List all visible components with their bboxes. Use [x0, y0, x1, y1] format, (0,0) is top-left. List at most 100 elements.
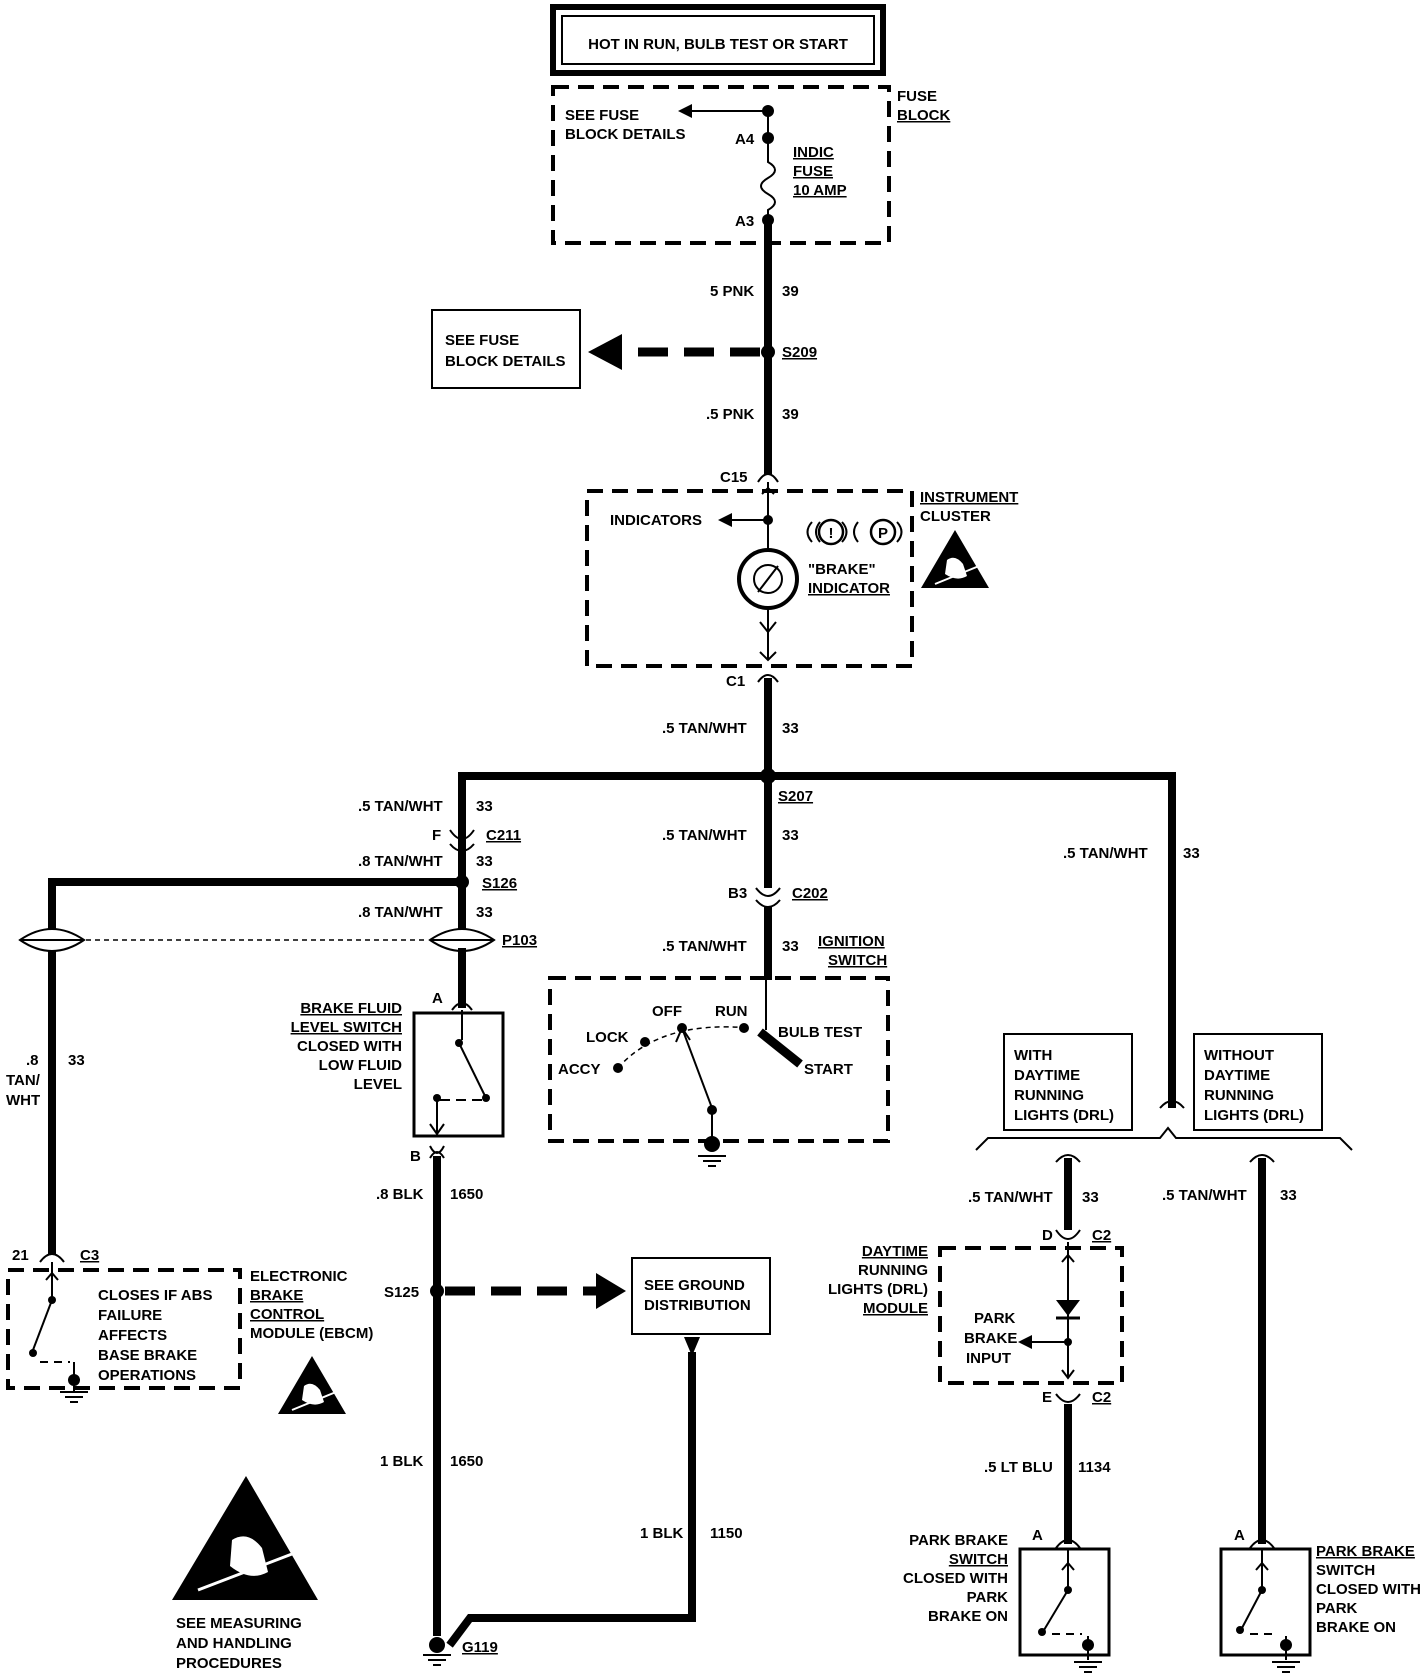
ignition-label-1: IGNITION	[818, 933, 885, 950]
brake-fluid-level-switch	[412, 1010, 505, 1138]
c2-pin-e: E	[1042, 1389, 1052, 1406]
park1-line-2: SWITCH	[949, 1551, 1008, 1568]
wire-right-gauge-a: .5 TAN/WHT	[1063, 845, 1148, 862]
option-without-drl: WITHOUT DAYTIME RUNNING LIGHTS (DRL)	[1193, 1033, 1323, 1131]
drl-label-1: DAYTIME	[862, 1243, 928, 1260]
wire-nodrl-circuit: 33	[1280, 1187, 1297, 1204]
wire-pnk-circuit-1: 39	[782, 283, 799, 300]
cluster-label-1: INSTRUMENT	[920, 489, 1018, 506]
wire-pnk-circuit-2: 39	[782, 406, 799, 423]
splice-s126-label: S126	[482, 875, 517, 892]
fluid-switch-line-2: LEVEL SWITCH	[291, 1019, 402, 1036]
ground-g119-label: G119	[462, 1639, 498, 1656]
ignition-switch: OFF RUN LOCK ACCY BULB TEST START	[548, 976, 890, 1167]
wire-blk-gauge-a: .8 BLK	[376, 1186, 424, 1203]
wire-left-circuit-c: 33	[476, 904, 493, 921]
wire-left-gauge-b: .8 TAN/WHT	[358, 853, 443, 870]
drl-label-2: RUNNING	[858, 1262, 928, 1279]
without-drl-l1: WITHOUT	[1204, 1047, 1274, 1064]
wire-center-gauge-b: .5 TAN/WHT	[662, 938, 747, 955]
svg-text:P: P	[878, 525, 888, 542]
ebcm-note-3: AFFECTS	[98, 1327, 167, 1344]
connector-c202: C202	[792, 885, 828, 902]
wire-tan-gauge-main: .5 TAN/WHT	[662, 720, 747, 737]
ebcm-module: CLOSES IF ABS FAILURE AFFECTS BASE BRAKE…	[6, 1262, 242, 1403]
ebcm-label-3: CONTROL	[250, 1306, 324, 1323]
fluid-switch-pin-b: B	[410, 1148, 421, 1165]
wire-pnk-gauge-2: .5 PNK	[706, 406, 755, 423]
wire-pnk-gauge-1: 5 PNK	[710, 283, 754, 300]
brake-indicator-2: INDICATOR	[808, 580, 890, 597]
wire-left-gauge-c: .8 TAN/WHT	[358, 904, 443, 921]
park1-line-4: PARK	[967, 1589, 1009, 1606]
splice-s125-label: S125	[384, 1284, 419, 1301]
park1-line-5: BRAKE ON	[928, 1608, 1008, 1625]
without-drl-l3: RUNNING	[1204, 1087, 1274, 1104]
see-fuse-box-line-2: BLOCK DETAILS	[445, 353, 566, 370]
park2-line-1: PARK BRAKE	[1316, 1543, 1415, 1560]
wire-right-circuit-a: 33	[1183, 845, 1200, 862]
fuse-name-2: FUSE	[793, 163, 833, 180]
c202-pin: B3	[728, 885, 747, 902]
ebcm-note-2: FAILURE	[98, 1307, 162, 1324]
fuse-block: FUSE BLOCK SEE FUSE BLOCK DETAILS A4 A3 …	[551, 85, 950, 245]
bus-s207	[458, 772, 1176, 1108]
drl-input-1: PARK	[974, 1310, 1016, 1327]
park1-line-3: CLOSED WITH	[903, 1570, 1008, 1587]
wire-blk-circuit-a: 1650	[450, 1186, 483, 1203]
wire-drl-gauge-b: .5 LT BLU	[984, 1459, 1053, 1476]
ebcm-wire-circuit: 33	[68, 1052, 85, 1069]
wire-blk-gauge-b: 1 BLK	[380, 1453, 424, 1470]
wire-drl-circuit-b: 1134	[1078, 1459, 1111, 1476]
drl-input-2: BRAKE	[964, 1330, 1017, 1347]
ignition-label-2: SWITCH	[828, 952, 887, 969]
splice-s209-label: S209	[782, 344, 817, 361]
esd-note-line-2: AND HANDLING	[176, 1635, 292, 1652]
park1-line-1: PARK BRAKE	[909, 1532, 1008, 1549]
wire-drl-gauge-a: .5 TAN/WHT	[968, 1189, 1053, 1206]
see-ground-line-1: SEE GROUND	[644, 1277, 745, 1294]
wire-left-circuit-b: 33	[476, 853, 493, 870]
connector-c211: C211	[486, 827, 521, 844]
ebcm-note-1: CLOSES IF ABS	[98, 1287, 212, 1304]
with-drl-l2: DAYTIME	[1014, 1067, 1080, 1084]
ignition-accy: ACCY	[558, 1061, 601, 1078]
wire-tan-circuit-main: 33	[782, 720, 799, 737]
see-fuse-block-box: SEE FUSE BLOCK DETAILS	[431, 309, 581, 389]
ebcm-note-4: BASE BRAKE	[98, 1347, 197, 1364]
connector-c2-bottom: C2	[1092, 1389, 1111, 1406]
ground-g119	[429, 1637, 445, 1653]
splice-s209	[761, 345, 775, 359]
brake-warning-symbol: ! P	[806, 518, 903, 546]
see-fuse-box-line-1: SEE FUSE	[445, 332, 519, 349]
connector-c15: C15	[720, 469, 748, 486]
drl-label-4: MODULE	[863, 1300, 928, 1317]
park2-line-2: SWITCH	[1316, 1562, 1375, 1579]
option-bracket	[975, 1126, 1353, 1151]
drl-label-3: LIGHTS (DRL)	[828, 1281, 928, 1298]
wire-drl-circuit-a: 33	[1082, 1189, 1099, 1206]
wire-left-gauge-a: .5 TAN/WHT	[358, 798, 443, 815]
wire-blk-gauge-c: 1 BLK	[640, 1525, 684, 1542]
c211-pin: F	[432, 827, 441, 844]
park-brake-switch-2	[1219, 1547, 1312, 1673]
cluster-label-2: CLUSTER	[920, 508, 991, 525]
park2-line-4: PARK	[1316, 1600, 1358, 1617]
fuse-name-1: INDIC	[793, 144, 834, 161]
park2-pin: A	[1234, 1527, 1245, 1544]
splice-s126	[455, 875, 469, 889]
splice-s125	[430, 1284, 444, 1298]
park2-line-3: CLOSED WITH	[1316, 1581, 1421, 1598]
ignition-off: OFF	[652, 1003, 682, 1020]
svg-text:!: !	[829, 525, 834, 542]
fuse-pin-a3: A3	[735, 213, 754, 230]
fluid-switch-line-1: BRAKE FLUID	[300, 1000, 402, 1017]
splice-s207-label: S207	[778, 788, 813, 805]
c2-pin-d: D	[1042, 1227, 1053, 1244]
with-drl-l1: WITH	[1014, 1047, 1052, 1064]
fuse-block-label: FUSE	[897, 88, 937, 105]
with-drl-l3: RUNNING	[1014, 1087, 1084, 1104]
fuse-pin-a4: A4	[735, 131, 755, 148]
grommet-p103: P103	[18, 928, 537, 952]
drl-module: PARK BRAKE INPUT	[938, 1242, 1124, 1385]
